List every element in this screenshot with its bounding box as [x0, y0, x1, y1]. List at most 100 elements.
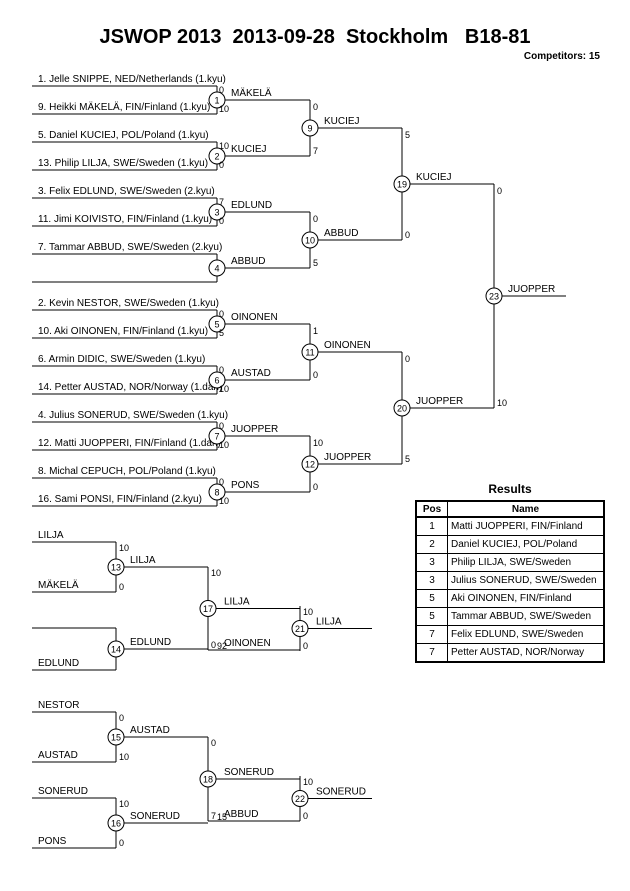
entry-label: 7. Tammar ABBUD, SWE/Sweden (2.kyu)	[38, 242, 222, 253]
match-number: 5	[214, 320, 219, 330]
match-number: 20	[397, 404, 407, 414]
match-number: 8	[214, 488, 219, 498]
results-pos: 7	[416, 625, 448, 644]
results-pos: 3	[416, 571, 448, 590]
match-winner-name: KUCIEJ	[324, 116, 360, 127]
entry-label: 10. Aki OINONEN, FIN/Finland (1.kyu)	[38, 326, 208, 337]
score-top: 10	[303, 777, 313, 787]
score-bottom: 5	[313, 258, 318, 268]
entry-label: 14. Petter AUSTAD, NOR/Norway (1.dan)	[38, 382, 222, 393]
score-bottom: 0	[303, 811, 308, 821]
results-pos: 5	[416, 589, 448, 608]
loser-in-label: OINONEN	[224, 638, 271, 649]
entry-label: 5. Daniel KUCIEJ, POL/Poland (1.kyu)	[38, 130, 209, 141]
match-winner-name: SONERUD	[130, 811, 180, 822]
entry-label: 9. Heikki MÄKELÄ, FIN/Finland (1.kyu)	[38, 101, 210, 113]
match-number: 9	[307, 124, 312, 134]
score-bottom: 10	[219, 104, 229, 114]
repechage-entrant: NESTOR	[38, 700, 80, 711]
match-number: 10	[305, 236, 315, 246]
score-top: 0	[219, 309, 224, 319]
results-name: Aki OINONEN, FIN/Finland	[447, 589, 605, 608]
match-number: 2	[214, 152, 219, 162]
match-winner-name: JUOPPER	[508, 284, 555, 295]
match-winner-name: LILJA	[316, 617, 342, 628]
repechage-entrant: LILJA	[38, 530, 64, 541]
score-top: 0	[219, 85, 224, 95]
results-header-pos: Pos	[416, 501, 448, 518]
match-winner-name: AUSTAD	[231, 368, 271, 379]
match-winner-name: AUSTAD	[130, 725, 170, 736]
score-bottom: 0	[219, 160, 224, 170]
match-winner-name: OINONEN	[324, 340, 371, 351]
score-bottom: 0	[405, 230, 410, 240]
score-top: 0	[219, 421, 224, 431]
repechage-entrant: EDLUND	[38, 658, 79, 669]
score-top: 0	[313, 214, 318, 224]
results-name: Philip LILJA, SWE/Sweden	[447, 553, 605, 572]
score-note: 15	[217, 812, 227, 822]
results-pos: 7	[416, 643, 448, 663]
match-winner-name: JUOPPER	[324, 452, 371, 463]
match-winner-name: MÄKELÄ	[231, 87, 272, 99]
entry-label: 2. Kevin NESTOR, SWE/Sweden (1.kyu)	[38, 298, 219, 309]
match-number: 13	[111, 563, 121, 573]
score-top: 5	[405, 130, 410, 140]
results-header-row: Pos Name	[416, 501, 605, 518]
match-winner-name: SONERUD	[316, 787, 366, 798]
results-name: Julius SONERUD, SWE/Sweden	[447, 571, 605, 590]
score-top: 0	[405, 354, 410, 364]
match-winner-name: EDLUND	[130, 637, 171, 648]
score-bottom: 10	[219, 496, 229, 506]
entry-label: 16. Sami PONSI, FIN/Finland (2.kyu)	[38, 494, 202, 505]
match-winner-name: PONS	[231, 480, 260, 491]
score-bottom: 7	[211, 811, 216, 821]
results-header-name: Name	[447, 501, 605, 518]
score-bottom: 7	[313, 146, 318, 156]
match-number: 21	[295, 624, 305, 634]
match-winner-name: KUCIEJ	[416, 172, 452, 183]
match-number: 15	[111, 733, 121, 743]
score-top: 7	[219, 197, 224, 207]
entry-label: 11. Jimi KOIVISTO, FIN/Finland (1.kyu)	[38, 214, 212, 225]
score-top: 10	[119, 799, 129, 809]
repechage-entrant: SONERUD	[38, 786, 88, 797]
match-winner-name: EDLUND	[231, 200, 272, 211]
repechage-entrant: MÄKELÄ	[38, 579, 79, 591]
score-bottom: 0	[313, 482, 318, 492]
score-top: 0	[119, 713, 124, 723]
match-winner-name: JUOPPER	[416, 396, 463, 407]
match-number: 6	[214, 376, 219, 386]
repechage-entrant: PONS	[38, 836, 67, 847]
score-top: 10	[211, 568, 221, 578]
match-winner-name: OINONEN	[231, 312, 278, 323]
score-bottom: 5	[219, 328, 224, 338]
entry-label: 12. Matti JUOPPERI, FIN/Finland (1.dan)	[38, 438, 221, 449]
page-title: JSWOP 2013 2013-09-28 Stockholm B18-81	[99, 26, 531, 48]
entry-label: 4. Julius SONERUD, SWE/Sweden (1.kyu)	[38, 410, 228, 421]
score-note: 92	[217, 641, 227, 651]
results-name: Petter AUSTAD, NOR/Norway	[447, 643, 605, 663]
match-number: 7	[214, 432, 219, 442]
entry-label: 3. Felix EDLUND, SWE/Sweden (2.kyu)	[38, 186, 215, 197]
score-top: 10	[219, 141, 229, 151]
match-number: 23	[489, 292, 499, 302]
match-winner-name: LILJA	[224, 597, 250, 608]
match-winner-name: ABBUD	[231, 256, 265, 267]
score-top: 1	[313, 326, 318, 336]
score-bottom: 0	[211, 640, 216, 650]
score-top: 0	[313, 102, 318, 112]
results-pos: 1	[416, 517, 448, 536]
entry-label: 1. Jelle SNIPPE, NED/Netherlands (1.kyu)	[38, 74, 226, 85]
results-name: Tammar ABBUD, SWE/Sweden	[447, 607, 605, 626]
